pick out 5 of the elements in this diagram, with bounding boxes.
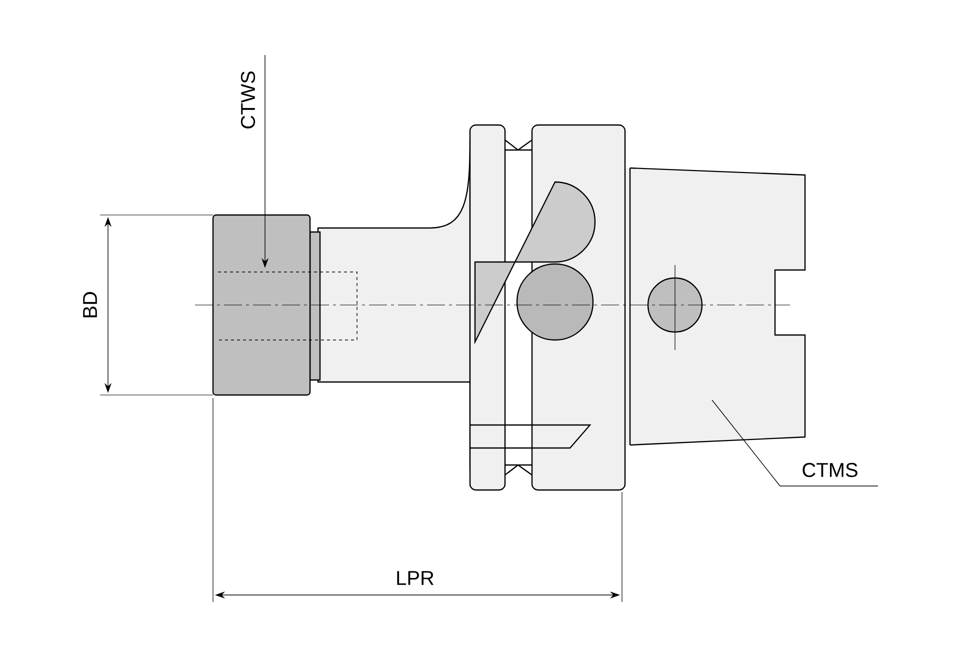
callout-label: CTWS [240, 71, 256, 128]
leader-line [712, 400, 878, 486]
callout-label: CTMS [802, 462, 858, 478]
dimension-label: BD [83, 292, 97, 318]
dimension-label: LPR [397, 571, 434, 585]
